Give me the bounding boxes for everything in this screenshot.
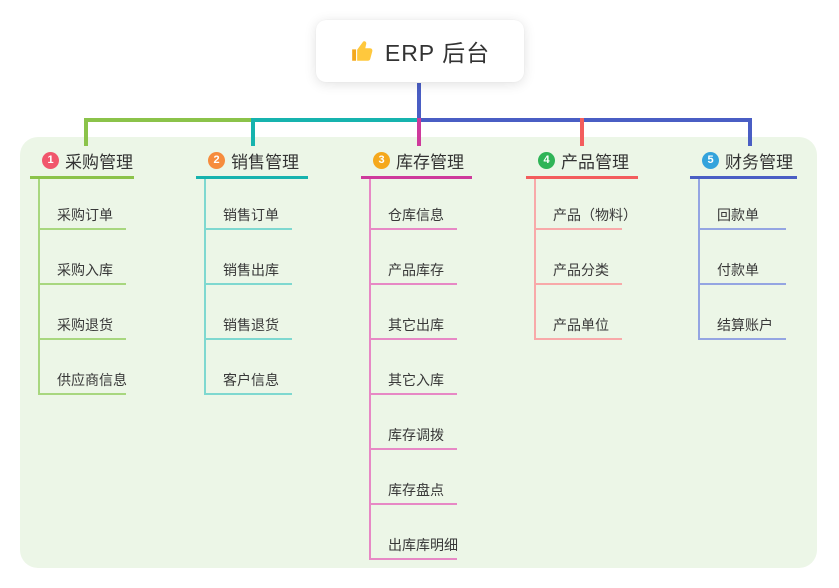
branch-children: 产品（物料） 产品分类 产品单位 <box>534 179 637 340</box>
branch-children: 仓库信息 产品库存 其它出库 其它入库 库存调拨 库存盘点 出库库明细 <box>369 179 458 560</box>
child-node[interactable]: 采购退货 <box>40 285 126 340</box>
branch-label: 销售管理 <box>231 152 299 172</box>
child-node[interactable]: 采购订单 <box>40 179 126 230</box>
child-label: 销售出库 <box>223 262 279 278</box>
branch-underline <box>361 176 472 179</box>
child-label: 回款单 <box>717 207 759 223</box>
child-node[interactable]: 销售订单 <box>206 179 292 230</box>
child-label: 销售退货 <box>223 317 279 333</box>
child-node[interactable]: 其它入库 <box>371 340 457 395</box>
child-label: 供应商信息 <box>57 372 127 388</box>
branch-header[interactable]: 3 库存管理 <box>361 149 472 172</box>
connector-drop-4 <box>580 118 584 146</box>
child-node[interactable]: 回款单 <box>700 179 786 230</box>
child-label: 产品分类 <box>553 262 609 278</box>
branch-underline <box>690 176 797 179</box>
branch-number-badge: 2 <box>208 151 225 169</box>
branch-column: 4 产品管理 产品（物料） 产品分类 产品单位 <box>526 149 638 340</box>
child-label: 结算账户 <box>717 317 773 333</box>
branch-children: 采购订单 采购入库 采购退货 供应商信息 <box>38 179 127 395</box>
branch-children: 销售订单 销售出库 销售退货 客户信息 <box>204 179 292 395</box>
child-node[interactable]: 出库库明细 <box>371 505 458 560</box>
child-node[interactable]: 销售退货 <box>206 285 292 340</box>
child-label: 产品库存 <box>388 262 444 278</box>
connector-segment-green <box>84 118 252 122</box>
root-node[interactable]: ERP 后台 <box>316 20 524 82</box>
child-label: 销售订单 <box>223 207 279 223</box>
child-node[interactable]: 付款单 <box>700 230 786 285</box>
mindmap-background-panel <box>20 137 817 568</box>
branch-underline <box>526 176 638 179</box>
root-title: ERP 后台 <box>384 40 491 66</box>
child-node[interactable]: 产品单位 <box>536 285 622 340</box>
branch-column: 3 库存管理 仓库信息 产品库存 其它出库 其它入库 库存调拨 库存盘点 出库库… <box>361 149 472 560</box>
connector-drop-5 <box>748 118 752 146</box>
child-node[interactable]: 供应商信息 <box>40 340 127 395</box>
child-node[interactable]: 采购入库 <box>40 230 126 285</box>
branch-number-badge: 3 <box>373 151 390 169</box>
branch-label: 产品管理 <box>561 152 629 172</box>
root-trunk-line <box>417 83 421 122</box>
child-label: 采购入库 <box>57 262 113 278</box>
child-label: 客户信息 <box>223 372 279 388</box>
child-label: 库存调拨 <box>388 427 444 443</box>
child-node[interactable]: 其它出库 <box>371 285 457 340</box>
branch-header[interactable]: 2 销售管理 <box>196 149 308 172</box>
branch-children: 回款单 付款单 结算账户 <box>698 179 786 340</box>
connector-drop-1 <box>84 118 88 146</box>
branch-column: 5 财务管理 回款单 付款单 结算账户 <box>690 149 797 340</box>
thumbs-up-icon <box>352 41 373 61</box>
branch-number-badge: 1 <box>42 151 59 169</box>
connector-drop-2 <box>251 118 255 146</box>
child-label: 仓库信息 <box>388 207 444 223</box>
branch-underline <box>196 176 308 179</box>
child-label: 其它出库 <box>388 317 444 333</box>
branch-number-badge: 4 <box>538 151 555 169</box>
child-node[interactable]: 库存盘点 <box>371 450 457 505</box>
connector-drop-3 <box>417 118 421 146</box>
connector-segment-teal <box>252 118 419 122</box>
child-node[interactable]: 产品分类 <box>536 230 622 285</box>
branch-header[interactable]: 1 采购管理 <box>30 149 134 172</box>
child-label: 其它入库 <box>388 372 444 388</box>
branch-column: 1 采购管理 采购订单 采购入库 采购退货 供应商信息 <box>30 149 134 395</box>
child-node[interactable]: 销售出库 <box>206 230 292 285</box>
branch-number-badge: 5 <box>702 151 719 169</box>
connector-segment-blue <box>417 118 752 122</box>
child-label: 采购退货 <box>57 317 113 333</box>
child-node[interactable]: 库存调拨 <box>371 395 457 450</box>
branch-label: 采购管理 <box>65 152 133 172</box>
child-node[interactable]: 产品（物料） <box>536 179 637 230</box>
child-label: 采购订单 <box>57 207 113 223</box>
child-node[interactable]: 产品库存 <box>371 230 457 285</box>
child-label: 产品（物料） <box>553 207 637 223</box>
child-node[interactable]: 结算账户 <box>700 285 786 340</box>
branch-label: 库存管理 <box>396 152 464 172</box>
branch-column: 2 销售管理 销售订单 销售出库 销售退货 客户信息 <box>196 149 308 395</box>
branch-underline <box>30 176 134 179</box>
child-label: 付款单 <box>717 262 759 278</box>
branch-label: 财务管理 <box>725 152 793 172</box>
branch-header[interactable]: 5 财务管理 <box>690 149 797 172</box>
child-label: 库存盘点 <box>388 482 444 498</box>
child-label: 出库库明细 <box>388 537 458 553</box>
child-node[interactable]: 仓库信息 <box>371 179 457 230</box>
branch-header[interactable]: 4 产品管理 <box>526 149 638 172</box>
child-label: 产品单位 <box>553 317 609 333</box>
child-node[interactable]: 客户信息 <box>206 340 292 395</box>
